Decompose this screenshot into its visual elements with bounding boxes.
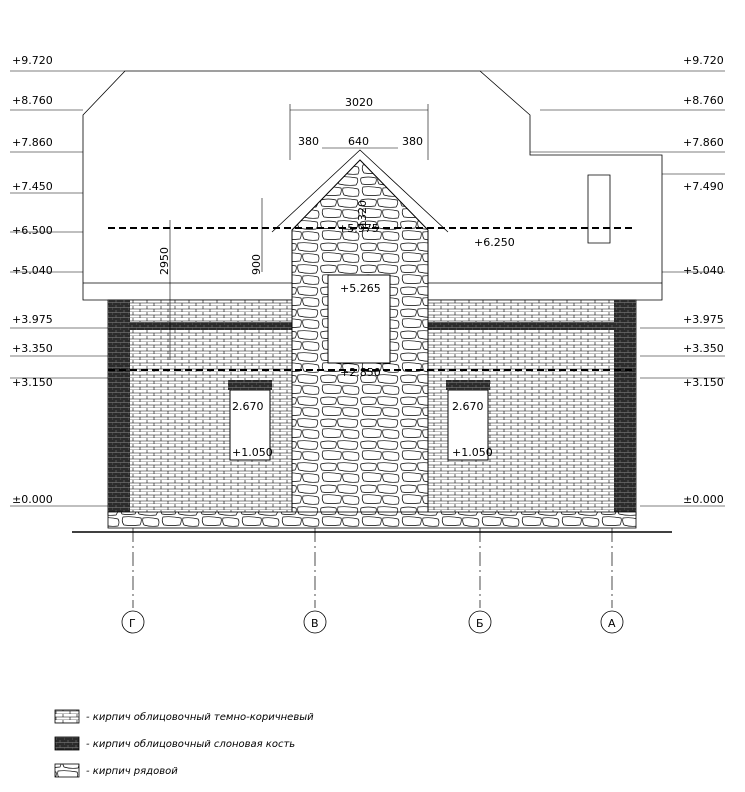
dashed-level-lines xyxy=(108,227,636,371)
level-left-8: +3.150 xyxy=(12,376,53,389)
mark-ridge: +5.975 xyxy=(338,222,379,235)
dimension-labels: 3020 380 640 380 2950 900 1320 xyxy=(158,96,423,275)
axis-lines xyxy=(132,528,613,608)
mark-window-bottom: +2.850 xyxy=(340,366,381,379)
mark-window-top: +5.265 xyxy=(340,282,381,295)
mark-right-window-top: 2.670 xyxy=(452,400,484,413)
window-right-lintel xyxy=(446,380,490,390)
window-right xyxy=(447,389,489,461)
dim-height-b: 900 xyxy=(250,254,263,275)
legend-label-2: - кирпич рядовой xyxy=(86,766,178,777)
level-left-9: ±0.000 xyxy=(12,493,53,506)
dim-top-width: 3020 xyxy=(345,96,373,109)
level-left-3: +7.450 xyxy=(12,180,53,193)
legend-swatch-brick-dark xyxy=(54,736,80,751)
level-right-5: +3.975 xyxy=(683,313,724,326)
window-left xyxy=(229,389,271,461)
level-right-8: ±0.000 xyxy=(683,493,724,506)
dim-seg-c: 380 xyxy=(402,135,423,148)
elevation-marks: +5.975 +6.250 +5.265 +2.850 2.670 +1.050… xyxy=(232,222,515,459)
legend-label-1: - кирпич облицовочный слоновая кость xyxy=(86,738,295,750)
window-left-lintel xyxy=(228,380,272,390)
dim-seg-b: 640 xyxy=(348,135,369,148)
mark-left-window-top: 2.670 xyxy=(232,400,264,413)
dark-brick-corner-right xyxy=(614,300,636,515)
level-labels-left: +9.720 +8.760 +7.860 +7.450 +6.500 +5.04… xyxy=(12,54,53,506)
legend: - кирпич облицовочный темно-коричневый -… xyxy=(54,709,314,778)
level-right-6: +3.350 xyxy=(683,342,724,355)
stone-plinth xyxy=(107,511,637,529)
dimension-lines xyxy=(169,104,429,360)
axis-label-b: Б xyxy=(476,617,484,630)
dim-height-c: 1320 xyxy=(356,200,369,228)
level-right-0: +9.720 xyxy=(683,54,724,67)
axis-labels: Г В Б А xyxy=(129,617,616,630)
level-lines-right xyxy=(480,70,725,507)
level-left-6: +3.975 xyxy=(12,313,53,326)
level-left-7: +3.350 xyxy=(12,342,53,355)
level-labels-right: +9.720 +8.760 +7.860 +7.490 +5.040 +3.97… xyxy=(683,54,724,506)
axis-label-g: Г xyxy=(129,617,136,630)
level-left-4: +6.500 xyxy=(12,224,53,237)
dark-brick-corner-left xyxy=(108,300,130,515)
level-left-2: +7.860 xyxy=(12,136,53,149)
level-right-2: +7.860 xyxy=(683,136,724,149)
level-left-0: +9.720 xyxy=(12,54,53,67)
axis-bubbles xyxy=(121,610,624,634)
level-right-7: +3.150 xyxy=(683,376,724,389)
gable-roof-edge xyxy=(271,149,449,233)
gable-window xyxy=(327,274,391,364)
axis-label-a: А xyxy=(608,617,616,630)
level-left-5: +5.040 xyxy=(12,264,53,277)
level-left-1: +8.760 xyxy=(12,94,53,107)
legend-swatch-stone xyxy=(54,763,80,778)
level-right-3: +7.490 xyxy=(683,180,724,193)
legend-swatch-brick-light xyxy=(54,709,80,724)
level-right-1: +8.760 xyxy=(683,94,724,107)
level-right-4: +5.040 xyxy=(683,264,724,277)
legend-label-0: - кирпич облицовочный темно-коричневый xyxy=(86,711,314,723)
dim-seg-a: 380 xyxy=(298,135,319,148)
dim-height-a: 2950 xyxy=(158,247,171,275)
axis-label-v: В xyxy=(311,617,319,630)
mark-right-window-bottom: +1.050 xyxy=(452,446,493,459)
mark-left-window-bottom: +1.050 xyxy=(232,446,273,459)
mark-right: +6.250 xyxy=(474,236,515,249)
